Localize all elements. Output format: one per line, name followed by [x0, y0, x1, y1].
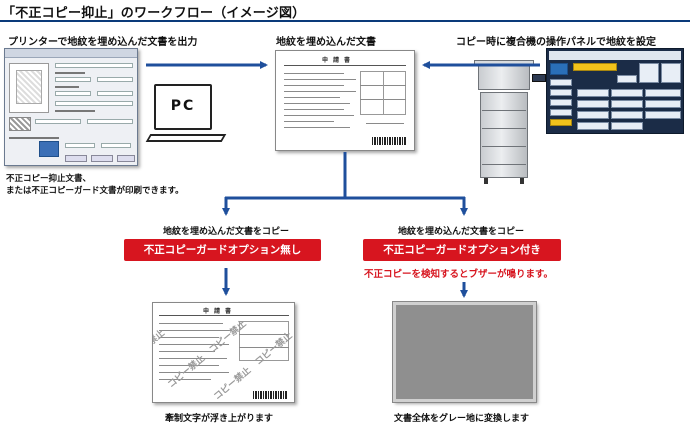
- panel-header-bar: [549, 51, 681, 60]
- panel-option-button-10: [577, 122, 609, 130]
- panel-option-button-7: [577, 111, 609, 119]
- panel-option-button-6: [645, 100, 681, 108]
- pc-label: PC: [170, 98, 196, 114]
- right-copy-label: 地紋を埋め込んだ文書をコピー: [398, 227, 525, 237]
- panel-option-button-2: [611, 89, 643, 97]
- panel-option-button-5: [611, 100, 643, 108]
- left-result-label: 牽制文字が浮き上がります: [165, 414, 274, 424]
- panel-option-button-1: [577, 89, 609, 97]
- watermark-text: コピー禁止: [152, 328, 167, 365]
- print-step-label: プリンターで地紋を埋め込んだ文書を出力: [8, 37, 198, 48]
- printer-settings-dialog: [4, 48, 138, 166]
- print-note-line2: または不正コピーガード文書が印刷できます。: [6, 186, 184, 196]
- panel-option-button-11: [611, 122, 643, 130]
- panel-option-button-3: [645, 89, 681, 97]
- panel-step-label: コピー時に複合機の操作パネルで地紋を設定: [456, 37, 656, 48]
- panel-status-indicator: [573, 63, 617, 71]
- document-step-label: 地紋を埋め込んだ文書: [276, 37, 376, 48]
- title-underline: [0, 20, 690, 22]
- panel-option-button-8: [611, 111, 643, 119]
- panel-side-button-5: [550, 119, 572, 126]
- pc-monitor-icon: PC: [154, 84, 212, 130]
- copy-with-watermark-document: 申請書 コピー禁止 コピー禁止 コピー禁止 コピー禁止 コピー禁止: [152, 302, 295, 403]
- option-enabled-badge: 不正コピーガードオプション付き: [363, 239, 561, 261]
- panel-size-button-1: [639, 63, 659, 83]
- panel-side-button-3: [550, 99, 572, 106]
- panel-size-button-3: [617, 75, 637, 83]
- panel-copy-mode-icon: [550, 63, 568, 75]
- dialog-help-button[interactable]: [117, 155, 135, 162]
- mfp-body-unit: [480, 92, 528, 178]
- panel-option-button-9: [645, 111, 681, 119]
- page-title: 「不正コピー抑止」のワークフロー（イメージ図）: [2, 6, 306, 21]
- right-result-label: 文書全体をグレー地に変換します: [394, 414, 530, 424]
- option-none-badge: 不正コピーガードオプション無し: [124, 239, 321, 261]
- mfp-panel-icon: [532, 74, 546, 82]
- mfp-operation-panel: [546, 48, 684, 134]
- dialog-cancel-button[interactable]: [91, 155, 113, 162]
- panel-side-button-2: [550, 89, 572, 96]
- dialog-preview-pane: [9, 63, 49, 113]
- left-copy-label: 地紋を埋め込んだ文書をコピー: [163, 227, 290, 237]
- dialog-title-bar: [5, 49, 137, 58]
- panel-size-button-2: [661, 63, 681, 83]
- panel-option-button-4: [577, 100, 609, 108]
- panel-side-button-1: [550, 79, 572, 86]
- print-note-line1: 不正コピー抑止文書、: [6, 174, 92, 184]
- dialog-ok-button[interactable]: [65, 155, 87, 162]
- grey-converted-document: [392, 301, 537, 403]
- panel-side-button-4: [550, 109, 572, 116]
- embedded-pattern-document: 申請書: [275, 50, 415, 151]
- buzzer-warning: 不正コピーを検知するとブザーが鳴ります。: [364, 269, 554, 280]
